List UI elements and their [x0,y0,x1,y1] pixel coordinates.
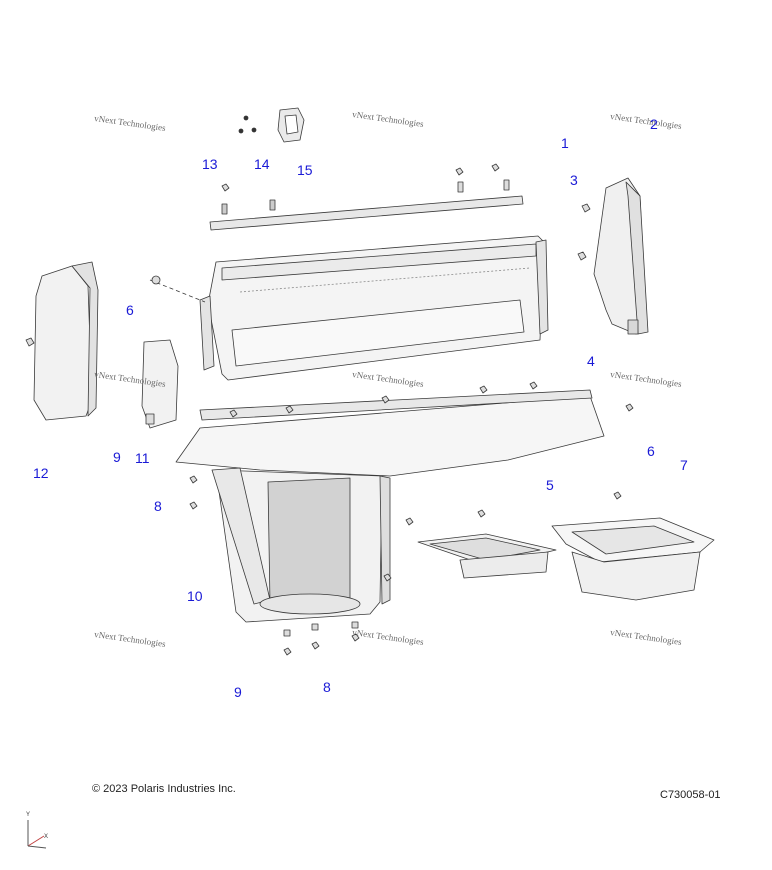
drawing-number: C730058-01 [660,789,721,801]
callout-9[interactable]: 9 [113,449,121,465]
part-lower-tub [175,389,605,623]
callout-5[interactable]: 5 [546,477,554,493]
axis-x-label: X [44,834,49,840]
part-right-side-panel [577,177,649,335]
callout-4[interactable]: 4 [587,353,595,369]
callout-11[interactable]: 11 [135,450,150,466]
callout-7[interactable]: 7 [680,457,688,473]
callout-1[interactable]: 1 [561,135,569,151]
part-small-cover [141,339,179,429]
callout-8[interactable]: 8 [154,498,162,514]
part-upper-panel [149,235,549,381]
axis-triad-icon: Y X [20,812,54,852]
callout-9[interactable]: 9 [234,684,242,700]
callout-12[interactable]: 12 [33,465,49,481]
callout-13[interactable]: 13 [202,156,218,172]
callout-8[interactable]: 8 [323,679,331,695]
part-tray [417,533,557,579]
hardware-group-middle [189,381,634,582]
callout-3[interactable]: 3 [570,172,578,188]
hardware-group-bottom [283,621,360,656]
callout-2[interactable]: 2 [650,116,658,132]
part-left-side-panel [25,261,99,421]
part-storage-box [551,517,715,601]
axis-y-label: Y [26,812,31,818]
callout-6[interactable]: 6 [647,443,655,459]
part-top-strip [209,195,524,231]
callout-10[interactable]: 10 [187,588,203,604]
callout-15[interactable]: 15 [297,162,313,178]
hardware-group-top [221,107,510,193]
callout-14[interactable]: 14 [254,156,270,172]
copyright-text: © 2023 Polaris Industries Inc. [92,783,236,795]
callout-6[interactable]: 6 [126,302,134,318]
